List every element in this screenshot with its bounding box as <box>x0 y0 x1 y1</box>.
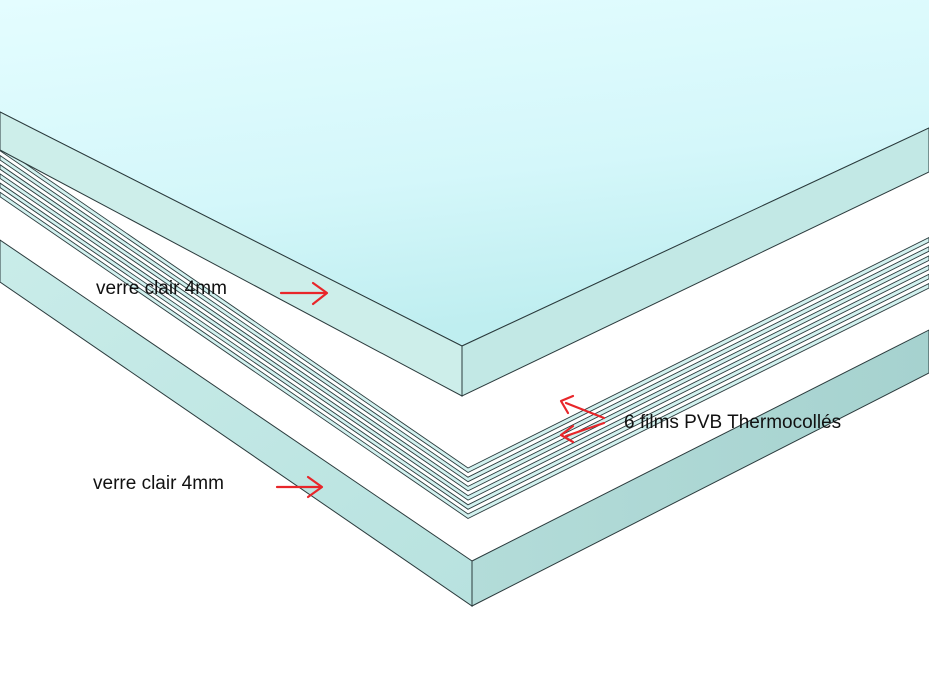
pvb-film-layer <box>0 145 929 474</box>
annotation-arrows <box>275 281 606 499</box>
top-glass-sheet <box>0 0 929 397</box>
arrow-bottom-glass <box>275 475 324 499</box>
arrow-top-glass <box>279 281 329 306</box>
label-top-glass: verre clair 4mm <box>96 278 227 299</box>
label-pvb-films: 6 films PVB Thermocollés <box>624 412 841 433</box>
bottom-glass-sheet <box>0 239 929 607</box>
top-glass-right-edge <box>461 127 929 397</box>
pvb-film-stack <box>0 145 929 520</box>
top-glass-top-face <box>0 0 929 346</box>
annotation-labels: verre clair 4mm verre clair 4mm 6 films … <box>93 278 841 494</box>
pvb-film-layer <box>0 191 929 520</box>
arrow-films-lower <box>559 421 606 444</box>
arrow-films-upper <box>559 394 606 420</box>
pvb-film-layer <box>0 182 929 510</box>
pvb-film-layer <box>0 173 929 501</box>
pvb-film-layer <box>0 154 929 483</box>
pvb-film-layer <box>0 164 929 492</box>
label-bottom-glass: verre clair 4mm <box>93 473 224 494</box>
